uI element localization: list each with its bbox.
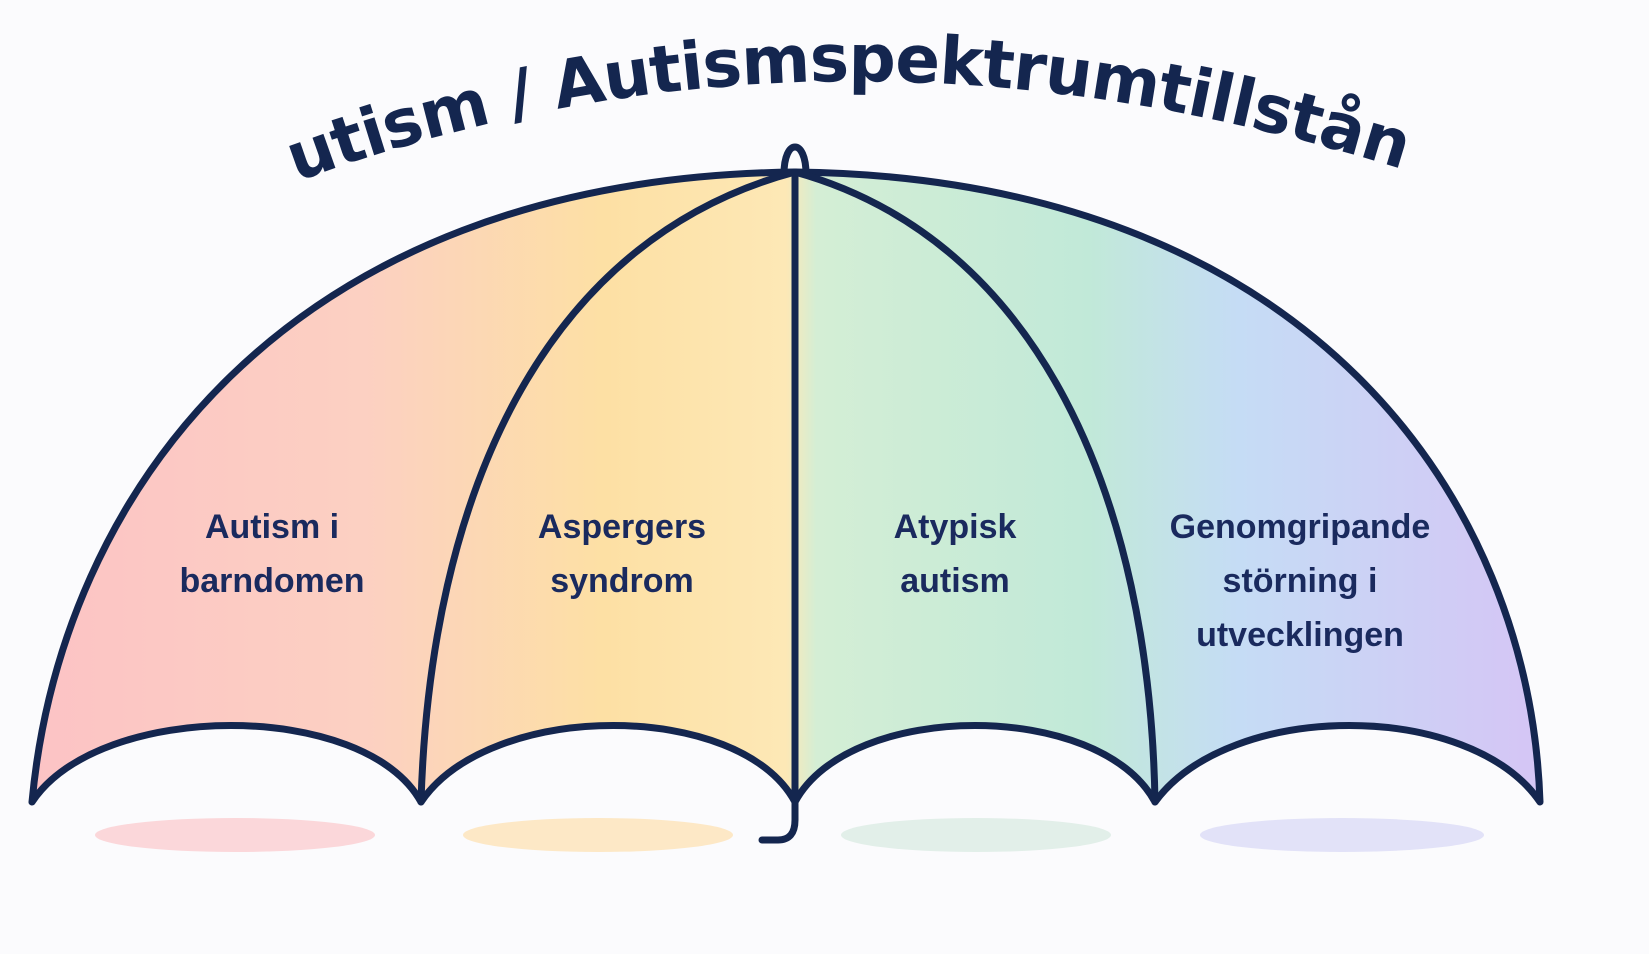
ground-shadows bbox=[95, 818, 1484, 852]
panel-label-line: Atypisk bbox=[894, 508, 1017, 546]
panel-label-line: syndrom bbox=[550, 562, 694, 600]
canopy-rib-left bbox=[417, 168, 799, 806]
panel-shadow-1 bbox=[95, 818, 375, 852]
panel-label-line: barndomen bbox=[179, 562, 364, 600]
panel-labels: Autism i barndomen Aspergers syndrom Atypisk… bbox=[179, 508, 1430, 654]
umbrella-shaft bbox=[758, 168, 799, 844]
panel-shadow-4 bbox=[1200, 818, 1484, 852]
panel-label-1: Autism i barndomen bbox=[179, 508, 364, 600]
panel-label-2: Aspergers syndrom bbox=[538, 508, 706, 600]
umbrella-canopy bbox=[28, 168, 1544, 806]
panel-shadow-2 bbox=[463, 818, 733, 852]
panel-label-line: utvecklingen bbox=[1196, 616, 1404, 654]
canopy-rib-right bbox=[791, 168, 1159, 806]
umbrella-tip bbox=[780, 143, 810, 178]
panel-label-3: Atypisk autism bbox=[894, 508, 1017, 600]
panel-label-line: Genomgripande bbox=[1170, 508, 1431, 546]
panel-label-line: störning i bbox=[1223, 562, 1378, 600]
panel-label-line: autism bbox=[900, 562, 1010, 600]
panel-shadow-3 bbox=[841, 818, 1111, 852]
panel-label-4: Genomgripande störning i utvecklingen bbox=[1170, 508, 1431, 654]
panel-label-line: Autism i bbox=[205, 508, 339, 546]
panel-label-line: Aspergers bbox=[538, 508, 706, 546]
diagram-title: Autism / Autismspektrumtillstånd bbox=[0, 0, 1419, 197]
